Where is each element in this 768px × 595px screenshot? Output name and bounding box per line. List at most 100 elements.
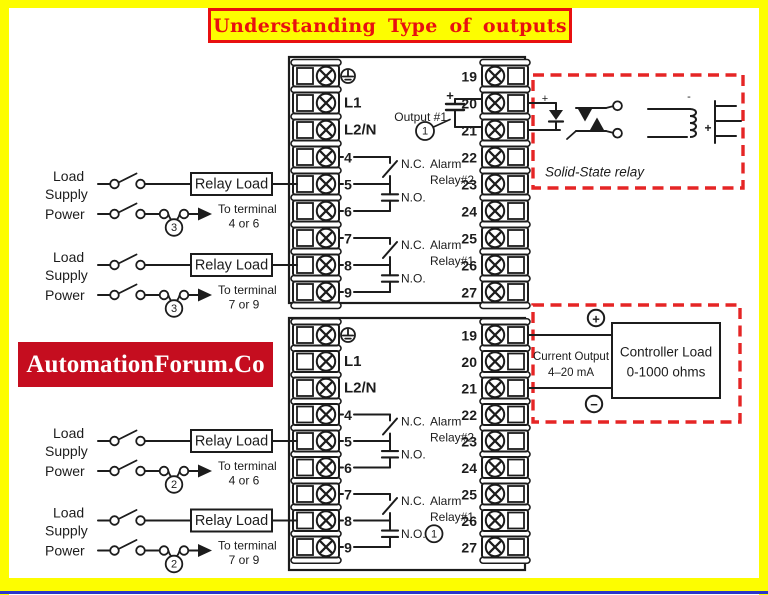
wire-clamp xyxy=(296,405,314,424)
screw-slot xyxy=(488,258,502,272)
ssr-output-terminal xyxy=(612,100,623,112)
nc-contact-icon xyxy=(382,417,398,436)
arrow-icon xyxy=(198,464,212,478)
screw-slot xyxy=(488,123,502,137)
wire-clamp xyxy=(507,67,525,85)
terminal-number: 6 xyxy=(344,460,352,476)
power-label: L1 xyxy=(344,353,362,370)
loop-node xyxy=(178,465,190,477)
output1-tag xyxy=(415,121,435,141)
terminal-number: 24 xyxy=(461,204,477,220)
screw-slot xyxy=(488,177,502,191)
screw-slot xyxy=(488,487,502,501)
relay-name: Alarm xyxy=(430,157,461,171)
relay-load-label: Relay Load xyxy=(195,513,268,529)
output1-label: Output #1 xyxy=(394,110,447,124)
to-terminal-note: To terminal xyxy=(218,539,277,553)
screw-slot xyxy=(319,69,333,83)
screw-slot xyxy=(488,231,502,245)
wire-clamp xyxy=(296,538,314,556)
switch-icon xyxy=(109,178,120,190)
load-supply-label: Supply xyxy=(45,267,88,283)
load-supply-label: Power xyxy=(45,287,85,303)
relay-name: Relay#1 xyxy=(430,254,474,268)
screw-slot xyxy=(319,123,333,137)
screw-slot xyxy=(319,258,333,272)
screw-slot xyxy=(488,354,502,369)
plus-terminal-icon xyxy=(586,308,606,328)
screw-slot xyxy=(488,434,502,448)
terminal-number: 20 xyxy=(461,354,477,370)
wiring-tag-number: 2 xyxy=(171,479,177,491)
load-supply-label: Load xyxy=(53,249,84,265)
terminal-number: 22 xyxy=(461,150,477,166)
switch-icon xyxy=(117,172,138,184)
relay-tag xyxy=(424,524,444,544)
switch-icon xyxy=(135,435,146,447)
triac-icon xyxy=(590,117,604,130)
triac-icon xyxy=(578,109,592,122)
nc-label: N.C. xyxy=(401,415,425,429)
screw-slot xyxy=(319,407,333,422)
wiring-tag-number: 3 xyxy=(171,303,177,315)
to-terminal-note: To terminal xyxy=(218,283,277,297)
loop-node xyxy=(158,465,170,477)
loop-node xyxy=(158,545,170,556)
terminal-number: 24 xyxy=(461,460,477,476)
relay-name: Alarm xyxy=(430,238,461,252)
wire-clamp xyxy=(296,283,314,301)
no-label: N.O. xyxy=(401,447,426,461)
switch-icon xyxy=(117,539,138,550)
controller-load-label: Controller Load xyxy=(620,345,712,360)
screw-slot xyxy=(488,204,502,218)
screw-slot xyxy=(319,487,333,501)
ssr-label: Solid-State relay xyxy=(545,165,645,180)
to-terminal-note: 4 or 6 xyxy=(229,474,260,488)
wire-clamp xyxy=(507,256,525,274)
arrow-icon xyxy=(198,544,212,557)
coil-icon xyxy=(689,108,697,138)
terminal-number: 9 xyxy=(344,540,352,556)
current-output-label: Current Output xyxy=(533,351,610,363)
terminal-number: 23 xyxy=(461,434,477,450)
wiring-tag xyxy=(164,299,184,318)
wire-clamp xyxy=(507,94,525,112)
loop-node xyxy=(178,289,190,301)
nc-label: N.C. xyxy=(401,157,425,171)
screw-slot xyxy=(319,381,333,395)
terminal-number: 25 xyxy=(461,231,477,247)
wire-clamp xyxy=(296,352,314,371)
to-terminal-note: To terminal xyxy=(218,459,277,473)
terminal-number: 23 xyxy=(461,177,477,193)
polarity-plus: + xyxy=(704,121,711,135)
wire-clamp xyxy=(296,256,314,274)
screw-slot xyxy=(319,177,333,191)
wire-clamp xyxy=(507,485,525,503)
load-supply-label: Load xyxy=(53,505,84,521)
loop-node xyxy=(178,545,190,556)
wire-clamp xyxy=(507,121,525,139)
terminal-number: 22 xyxy=(461,407,477,423)
wire-clamp xyxy=(296,121,314,139)
screw-slot xyxy=(319,285,333,299)
power-label: L1 xyxy=(344,95,362,112)
load-supply-label: Power xyxy=(45,543,85,559)
wiring-tag-number: 2 xyxy=(171,559,177,571)
switch-icon xyxy=(135,545,146,556)
to-terminal-note: To terminal xyxy=(218,202,277,216)
switch-icon xyxy=(109,465,120,477)
screw-slot xyxy=(488,513,502,528)
ssr-output-terminal xyxy=(612,127,623,139)
relay-name: Alarm xyxy=(430,415,461,429)
controller-load-box xyxy=(611,322,721,399)
terminal-number: 7 xyxy=(344,487,352,503)
relay-load-label: Relay Load xyxy=(195,434,268,450)
brand-text: AutomationForum.Co xyxy=(26,350,265,378)
screw-slot xyxy=(319,540,333,554)
switch-icon xyxy=(109,515,120,526)
terminal-number: 26 xyxy=(461,258,477,274)
load-supply-label: Load xyxy=(53,168,84,184)
wire-clamp xyxy=(507,175,525,193)
switch-icon xyxy=(117,509,138,520)
switch-icon xyxy=(117,202,138,214)
